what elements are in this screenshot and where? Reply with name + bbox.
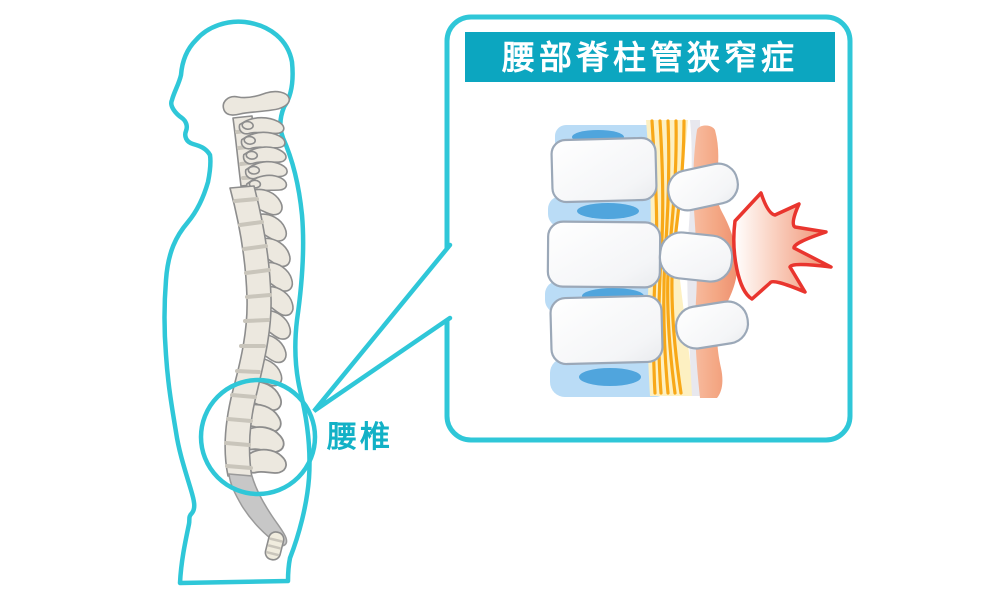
spine (222, 90, 300, 561)
callout-title: 腰部脊柱管狭窄症 (502, 38, 798, 76)
lumbar-label: 腰椎 (327, 421, 393, 454)
detail-spinous-processes (658, 162, 750, 350)
callout-title-bar: 腰部脊柱管狭窄症 (465, 32, 835, 82)
stenosis-illustration (545, 119, 833, 398)
vertebral-bodies (546, 136, 664, 366)
coccyx (264, 531, 285, 561)
pain-burst-icon (732, 191, 833, 301)
callout-pointer (312, 242, 453, 413)
skull-base-bone (222, 90, 291, 116)
magnifier-circle (198, 377, 318, 497)
disc-lines (224, 197, 272, 470)
